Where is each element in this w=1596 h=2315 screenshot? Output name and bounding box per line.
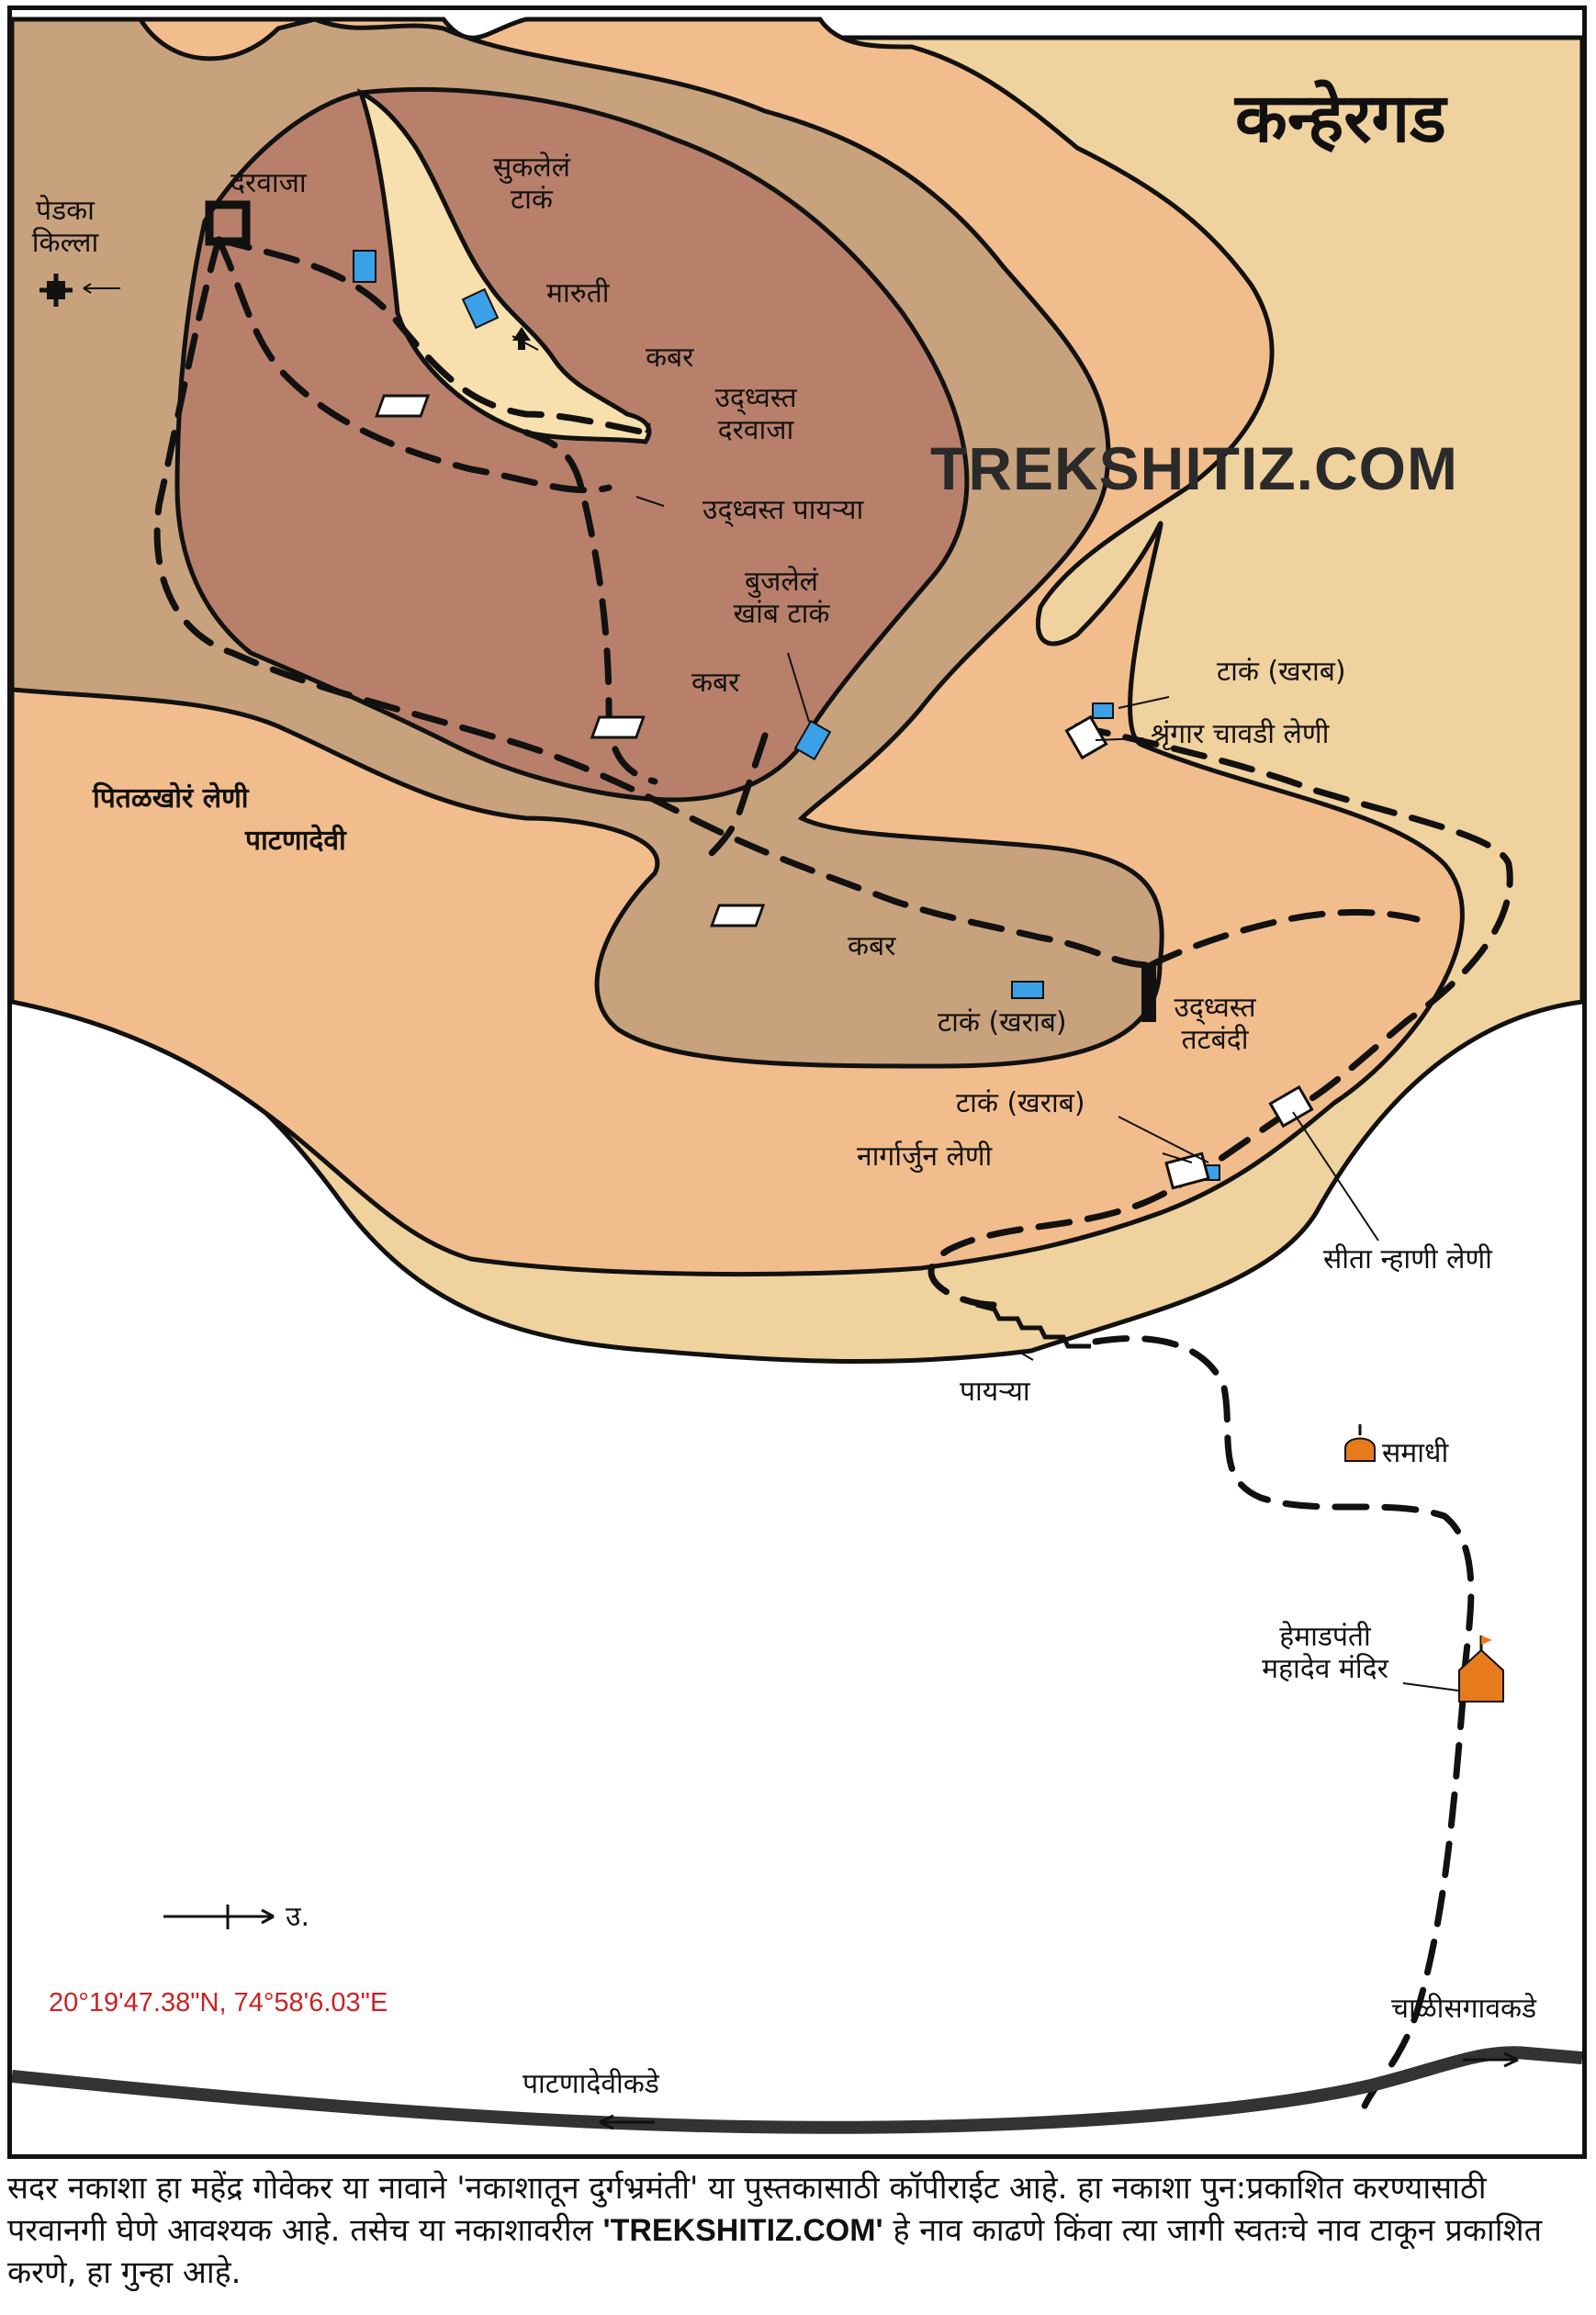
label-udhvast-darwaja: उद्ध्वस्त दरवाजा <box>714 382 797 446</box>
road-arrow-left <box>599 2114 655 2130</box>
north-label: उ. <box>286 1901 309 1933</box>
road-arrow-right <box>1463 2051 1519 2068</box>
label-sita-nhani: सीता न्हाणी लेणी <box>1323 1243 1492 1275</box>
label-suklelan-taak: सुकलेलं टाकं <box>493 152 570 216</box>
maruti-idol-icon <box>512 327 531 350</box>
label-udhvast-tatbandi: उद्ध्वस्त तटबंदी <box>1174 992 1256 1056</box>
label-kabar-top: कबर <box>646 342 694 374</box>
label-bujlelan-khamb-taak: बुजलेलं खांब टाकं <box>733 566 830 630</box>
label-payrya: पायऱ्या <box>960 1376 1030 1408</box>
copyright-note: सदर नकाशा हा महेंद्र गोवेकर या नावाने 'न… <box>7 2167 1587 2295</box>
road-main <box>12 2046 1582 2134</box>
label-taak-kharab-3: टाकं (खराब) <box>956 1087 1085 1119</box>
tatbandi-wall-icon <box>1141 965 1156 1022</box>
north-arrow-icon <box>163 1905 275 1929</box>
label-patnadevi: पाटणादेवी <box>245 825 346 857</box>
label-hemadpanti: हेमाडपंती महादेव मंदिर <box>1262 1621 1388 1685</box>
copyright-note-part1: सदर नकाशा हा महेंद्र गोवेकर या नावाने 'न… <box>7 2170 1487 2250</box>
payrya-stairs-line <box>975 1302 1091 1349</box>
label-udhvast-payrya: उद्ध्वस्त पायऱ्या <box>702 494 864 526</box>
label-nagarjun-leni: नार्गार्जुन लेणी <box>857 1141 993 1173</box>
fort-marker-icon <box>39 274 73 307</box>
trail-paths <box>153 236 1513 2117</box>
coordinates-text: 20°19'47.38"N, 74°58'6.03"E <box>49 1988 388 2017</box>
label-taak-kharab-1: टाकं (खराब) <box>1217 656 1346 688</box>
map-title: कन्हेरगड <box>1235 79 1446 158</box>
temple-icon <box>1458 1635 1504 1703</box>
watermark-text: TREKSHITIZ.COM <box>930 434 1458 502</box>
label-pitalkhora: पितळखोरं लेणी <box>93 782 249 815</box>
copyright-note-site: 'TREKSHITIZ.COM' <box>602 2213 883 2249</box>
label-maruti: मारुती <box>546 277 610 309</box>
cave-icons <box>1064 714 1314 1190</box>
map-frame: कन्हेरगड TREKSHITIZ.COM पेडका किल्ला दरव… <box>7 6 1587 2159</box>
label-kabar-low: कबर <box>848 930 896 962</box>
water-tank-icons <box>353 250 1220 1181</box>
label-taak-kharab-2: टाकं (खराब) <box>938 1006 1067 1039</box>
label-leader-lines <box>83 283 1459 1691</box>
terrain-map <box>12 17 1582 2134</box>
samadhi-icon <box>1344 1424 1376 1462</box>
grave-icons <box>375 394 766 927</box>
copyright-note-part2: हे नाव काढणे किंवा त्या जागी स्वतःचे नाव… <box>7 2212 1543 2292</box>
label-kabar-mid: कबर <box>691 667 740 699</box>
label-chalisgaon-road: चाळीसगावकडे <box>1391 1993 1537 2025</box>
label-pedka-killa: पेडका किल्ला <box>31 195 99 259</box>
darwaja-gate-icon <box>205 200 251 246</box>
label-samadhi: समाधी <box>1382 1437 1449 1469</box>
label-darwaja: दरवाजा <box>230 167 307 199</box>
label-patnadevi-road: पाटणादेवीकडे <box>523 2068 659 2100</box>
summit-plateau <box>356 88 652 444</box>
label-shringar-chavdi: श्रृंगार चावडी लेणी <box>1151 718 1330 750</box>
